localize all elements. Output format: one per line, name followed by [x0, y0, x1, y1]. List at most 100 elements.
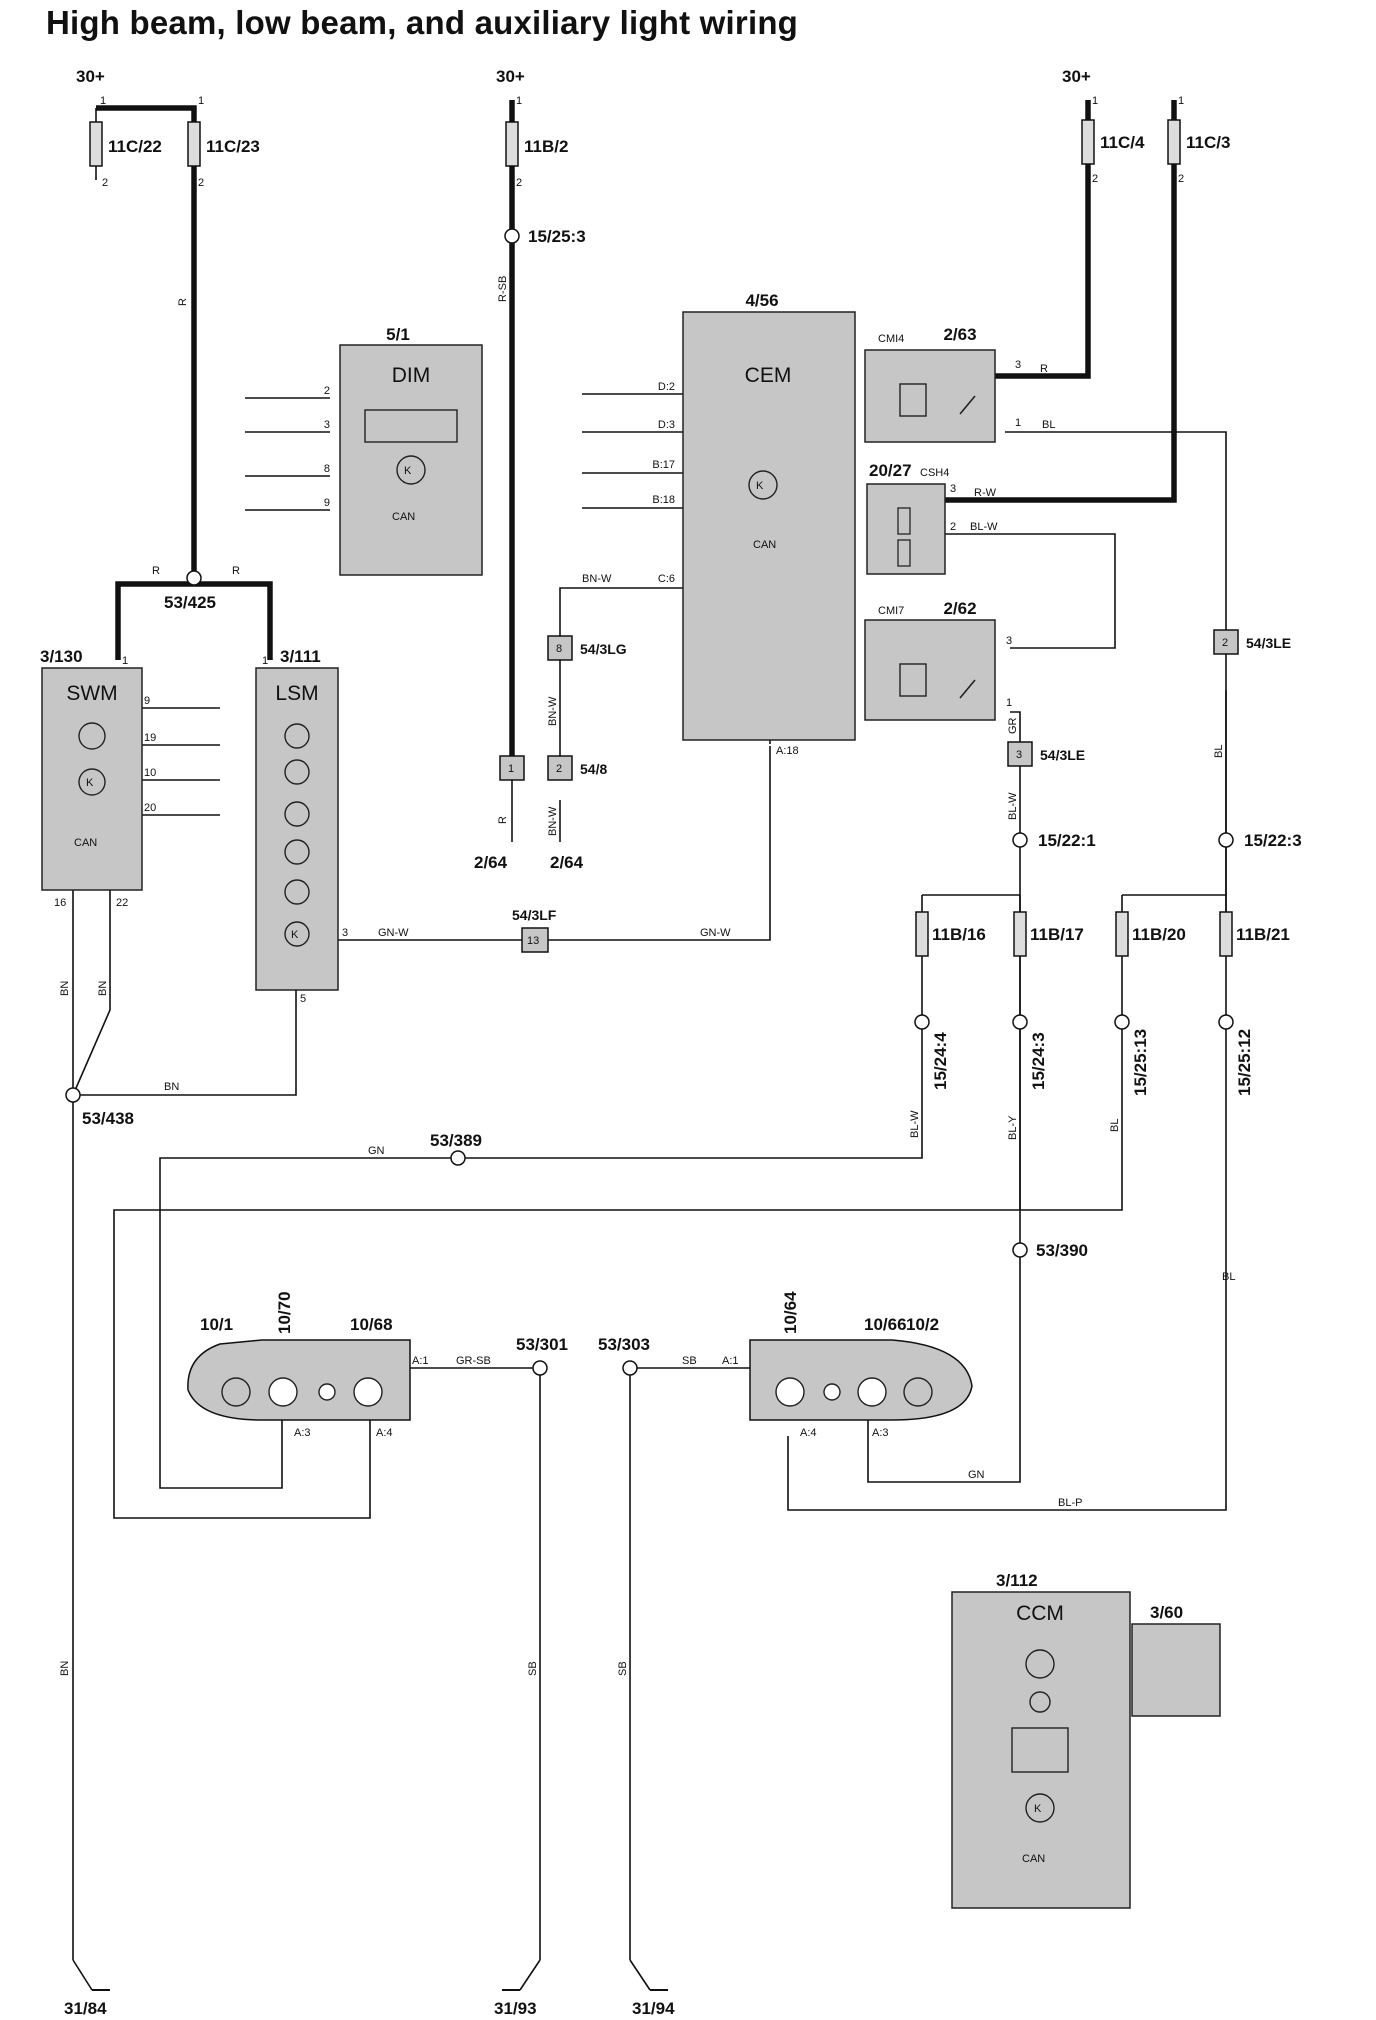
wire-label-sb-2: SB: [527, 1661, 539, 1676]
ccm-id: 3/112: [996, 1571, 1038, 1590]
relay-263-pin-1: 1: [1015, 417, 1021, 429]
fuse-11c3: [1167, 119, 1181, 165]
swm-k: K: [86, 777, 94, 789]
fuse-11b2: [505, 121, 519, 167]
wire-gnd-31-94: [629, 1959, 651, 1991]
fuse-11b21-label: 11B/21: [1236, 925, 1290, 944]
fuse-11c23-pin-1: 1: [198, 95, 204, 107]
wire-label-gn-2: GN: [968, 1469, 985, 1481]
ref-2-64-b: 2/64: [550, 853, 584, 872]
supply-30-mid: 30+: [496, 67, 525, 86]
fuse-11c4-pin-1: 1: [1092, 95, 1098, 107]
wire-rw-supply: [945, 100, 1177, 503]
lamp-right-pin-a3: A:3: [872, 1427, 889, 1439]
connector-54-3lg-label: 54/3LG: [580, 641, 627, 657]
relay-262-code: CMI7: [878, 605, 904, 617]
cem-pin-d2: D:2: [658, 381, 675, 393]
wire-gnd-31-84: [72, 1959, 93, 1991]
module-cem: 4/56 CEM K CAN D:2 D:3 B:17 B:18 C:6 A:1…: [652, 291, 856, 757]
relay-263-box: [864, 349, 996, 443]
lsm-k: K: [291, 929, 299, 941]
node-15-25-3-label: 15/25:3: [528, 227, 586, 246]
lsm-headlight-icon: [284, 801, 310, 827]
lamp-left-pin-a1: A:1: [412, 1355, 429, 1367]
splice-53-303-label: 53/303: [598, 1335, 650, 1354]
wire-blw-down: [159, 895, 923, 1489]
module-dim: 5/1 DIM K 2 3 8 9 CAN: [324, 325, 483, 576]
wire-label-rsb: R-SB: [497, 276, 509, 302]
lsm-pin-3: 3: [342, 927, 348, 939]
nodes: 15/25:3 53/425 53/438 53/389 53/390 53/3…: [65, 227, 1302, 1376]
fuse-11b2-label: 11B/2: [524, 137, 568, 156]
lsm-cpu-icon: [284, 921, 310, 947]
fuse-11c3-label: 11C/3: [1186, 133, 1230, 152]
ccm-cpu-icon: [1025, 1793, 1055, 1823]
relay-2027-pin-2: 2: [950, 521, 956, 533]
lsm-pin-1: 1: [262, 655, 268, 667]
lsm-pin-5: 5: [300, 993, 306, 1005]
cem-id: 4/56: [745, 291, 778, 310]
node-15-25-12: [1218, 1014, 1234, 1030]
diagram-title: High beam, low beam, and auxiliary light…: [46, 4, 799, 41]
wire-label-blw-2: BL-W: [909, 1110, 921, 1138]
fuse-11c4-pin-2: 2: [1092, 173, 1098, 185]
fuse-11b20-label: 11B/20: [1132, 925, 1186, 944]
wire-label-bnw: BN-W: [582, 573, 612, 585]
fuse-11b20: [1115, 911, 1129, 957]
wire-label-grsb: GR-SB: [456, 1355, 491, 1367]
ground-31-93-label: 31/93: [494, 1999, 537, 2018]
supply-30-left: 30+: [76, 67, 105, 86]
relay-2027-code: CSH4: [920, 467, 949, 479]
wire-label-bl-right: BL: [1213, 745, 1225, 758]
lsm-id: 3/111: [280, 647, 321, 666]
node-15-22-1-label: 15/22:1: [1038, 831, 1096, 850]
connector-54-8-pin-2: [547, 755, 573, 781]
wire-bnw: [559, 587, 683, 756]
connector-54-3lf-pin: 13: [527, 935, 539, 947]
ccm-can: CAN: [1022, 1853, 1045, 1865]
wire-label-bn-2: BN: [97, 981, 109, 996]
node-15-22-3-label: 15/22:3: [1244, 831, 1302, 850]
wire-label-bnw-2: BN-W: [547, 696, 559, 726]
wire-label-bn-1: BN: [59, 981, 71, 996]
wire-gnw: [338, 746, 771, 941]
switch-360: 3/60: [1131, 1603, 1221, 1717]
lsm-name: LSM: [275, 682, 318, 705]
relay-262-pin-3: 3: [1006, 635, 1012, 647]
fuse-11c3-pin-1: 1: [1178, 95, 1184, 107]
fuse-11b2-pin-1: 1: [516, 95, 522, 107]
splice-53-389-label: 53/389: [430, 1131, 482, 1150]
wire-bn-swm22: [72, 890, 111, 1096]
connector-54-3le-b-pin: 3: [1016, 749, 1022, 761]
fuse-11b16: [915, 911, 929, 957]
wire-label-blp: BL-P: [1058, 1497, 1082, 1509]
connector-54-3le-a-pin: 2: [1222, 637, 1228, 649]
fuse-11c3-pin-2: 2: [1178, 173, 1184, 185]
wire-label-blw-2027: BL-W: [970, 521, 998, 533]
connector-54-3lf-label: 54/3LF: [512, 907, 557, 923]
node-15-25-13-label: 15/25:13: [1131, 1029, 1150, 1096]
relay-2027-resistor-a: [897, 507, 911, 535]
wire-blw-2027: [945, 533, 1116, 649]
node-15-25-3: [504, 228, 520, 244]
relay-262-box: [864, 619, 996, 721]
wire-labels: R R R R-SB BN-W BN-W R BN-W R BL R-W BL-…: [59, 276, 1235, 1676]
connector-54-8-pin-1: [499, 755, 525, 781]
wire-label-gnw-1: GN-W: [378, 927, 409, 939]
fuse-11c23-label: 11C/23: [206, 137, 260, 156]
swm-pin-16: 16: [54, 897, 66, 909]
relay-2027-pin-3: 3: [950, 483, 956, 495]
cem-pin-b17: B:17: [652, 459, 675, 471]
lamp-right-pin-a4: A:4: [800, 1427, 817, 1439]
cem-box: [682, 311, 856, 741]
lsm-knob-icon: [284, 723, 310, 749]
wire-label-r-263: R: [1040, 363, 1048, 375]
splice-53-425: [186, 570, 202, 586]
cem-pin-c6: C:6: [658, 573, 675, 585]
relay-2027: 20/27 CSH4 3 2: [866, 461, 956, 575]
relay-262-pin-1: 1: [1006, 697, 1012, 709]
relay-263-id: 2/63: [943, 325, 976, 344]
lamp-right: 10/64 10/66 10/2 A:1 A:4 A:3: [722, 1291, 973, 1439]
lsm-box: [255, 667, 339, 991]
cem-k: K: [756, 480, 764, 492]
